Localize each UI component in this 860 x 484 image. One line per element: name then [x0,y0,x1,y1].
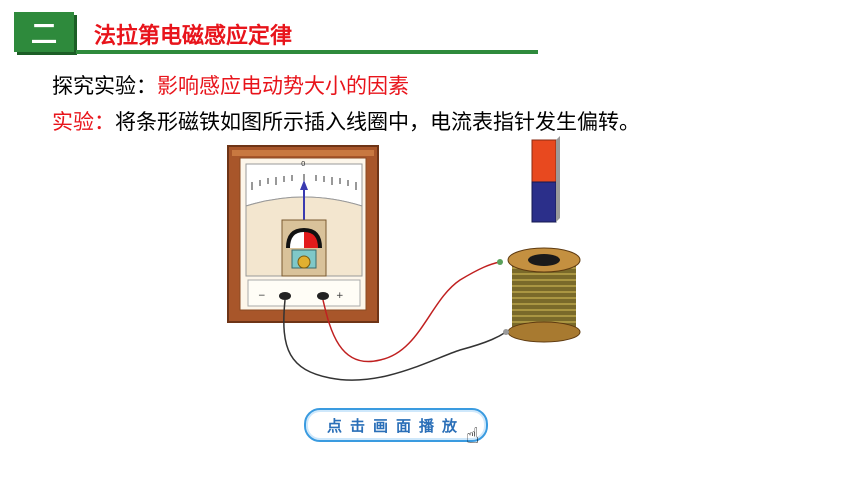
red-wire [322,261,501,363]
dial-scale [251,174,357,190]
galvanometer[interactable]: 0 − + [227,145,379,323]
title-underline [76,50,538,54]
plus-label: + [336,291,344,301]
positive-terminal [317,292,329,300]
topic-highlight: 影响感应电动势大小的因素 [157,74,409,98]
topic-prefix: 探究实验： [52,74,157,98]
negative-terminal [279,292,291,300]
experiment-description: 实验：将条形磁铁如图所示插入线圈中，电流表指针发生偏转。 [52,106,640,136]
play-animation-button[interactable]: 点击画面播放 [304,408,488,442]
zero-label: 0 [301,160,305,168]
experiment-topic: 探究实验：影响感应电动势大小的因素 [52,70,409,100]
description-prefix: 实验： [52,110,115,134]
section-number-badge: 二 [14,12,74,52]
section-title: 法拉第电磁感应定律 [94,24,293,49]
bar-magnet[interactable] [531,136,560,223]
hand-pointer-icon: ☝ [466,424,480,449]
coil[interactable] [497,247,581,343]
minus-label: − [258,291,266,301]
description-text: 将条形磁铁如图所示插入线圈中，电流表指针发生偏转。 [115,110,640,134]
black-wire [283,299,507,381]
